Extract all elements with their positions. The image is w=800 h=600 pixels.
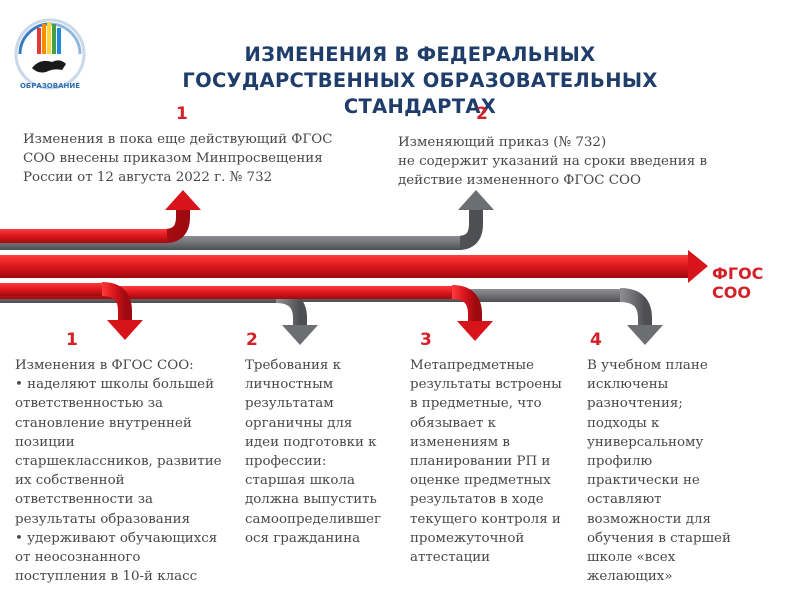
page-title: ИЗМЕНЕНИЯ В ФЕДЕРАЛЬНЫХ ГОСУДАРСТВЕННЫХ … — [110, 42, 730, 120]
bottom-item-2-text: Требования к личностным результатам орга… — [245, 358, 381, 546]
bottom-item-1-number: 1 — [66, 330, 78, 350]
top-item-1-text: Изменения в пока еще действующий ФГОС СО… — [23, 132, 333, 186]
main-arrow — [0, 250, 708, 283]
title-line-1: ИЗМЕНЕНИЯ В ФЕДЕРАЛЬНЫХ — [244, 43, 596, 66]
top-item-1-number: 1 — [176, 104, 188, 124]
main-arrow-label: ФГОС СОО — [712, 264, 764, 302]
title-line-2: ГОСУДАРСТВЕННЫХ ОБРАЗОВАТЕЛЬНЫХ — [182, 69, 658, 92]
branch-arrow-top-1 — [0, 190, 201, 243]
bottom-item-4-number: 4 — [590, 330, 602, 350]
bottom-item-3-number: 3 — [420, 330, 432, 350]
logo: ОБРАЗОВАНИЕ — [14, 18, 86, 90]
pencils-icon — [37, 22, 61, 54]
bottom-item-1-text: Изменения в ФГОС СОО: • наделяют школы б… — [15, 358, 222, 585]
top-item-2-text: Изменяющий приказ (№ 732) не содержит ук… — [398, 135, 707, 189]
branch-arrow-bottom-1 — [0, 282, 143, 340]
top-item-2-number: 2 — [476, 104, 488, 124]
title-line-3: СТАНДАРТАХ — [343, 95, 497, 118]
bottom-item-2-number: 2 — [246, 330, 258, 350]
bottom-item-3-text: Метапредметные результаты встроены в пре… — [410, 358, 562, 566]
sable-icon — [32, 60, 66, 73]
logo-text: ОБРАЗОВАНИЕ — [20, 82, 80, 90]
bottom-item-4-text: В учебном плане исключены разночтения; п… — [587, 358, 731, 585]
